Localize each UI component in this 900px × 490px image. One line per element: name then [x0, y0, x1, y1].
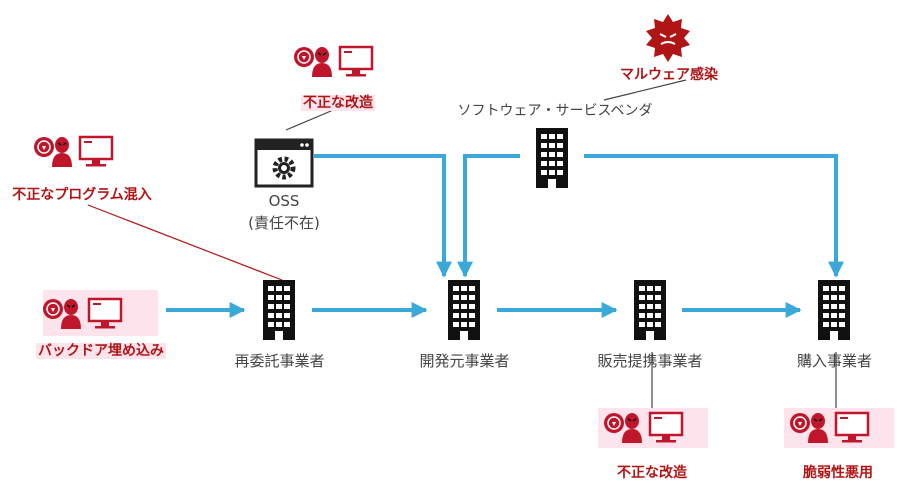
- purchaser-building-icon: [818, 280, 850, 340]
- illegal-program-threat-label: 不正なプログラム混入: [12, 187, 152, 203]
- oss-label: OSS: [268, 192, 300, 210]
- vendor-label: ソフトウェア・サービスベンダ: [457, 103, 653, 119]
- flow-arrow-vendor-to-purchaser: [584, 154, 844, 278]
- backdoor-threat-label: バックドア埋め込み: [30, 340, 172, 360]
- oss-note-label: (責任不在): [248, 214, 320, 232]
- developer-label: 開発元事業者: [419, 352, 510, 370]
- purchaser-label: 購入事業者: [796, 352, 872, 370]
- virus-icon: [646, 14, 690, 62]
- callout-line-illegal-program: [87, 204, 283, 281]
- developer-building-icon: [448, 280, 480, 340]
- vendor-building-icon: [536, 128, 568, 188]
- malware-threat-label: マルウェア感染: [620, 67, 718, 83]
- distributor-building-icon: [634, 280, 666, 340]
- flow-arrow-vendor-to-developer: [457, 154, 520, 278]
- oss-tamper-threat-label: 不正な改造: [286, 92, 390, 112]
- distributor-tamper-threat-label: 不正な改造: [617, 465, 687, 481]
- gear-icon: [272, 156, 296, 180]
- oss-tamper-hacker-icon: [292, 45, 374, 79]
- vulnerability-threat-label: 脆弱性悪用: [803, 465, 873, 481]
- oss-window-icon: [254, 138, 314, 188]
- callout-line-malware: [603, 79, 687, 101]
- backdoor-threat-text: バックドア埋め込み: [36, 343, 166, 359]
- distributor-label: 販売提携事業者: [597, 352, 703, 370]
- subcontractor-label: 再委託事業者: [234, 352, 325, 370]
- callout-line-oss-tamper: [285, 107, 339, 131]
- subcontractor-building-icon: [263, 280, 295, 340]
- oss-tamper-threat-text: 不正な改造: [301, 95, 375, 111]
- illegal-program-hacker-icon: [32, 135, 114, 169]
- flow-arrow-oss-to-developer: [314, 154, 452, 278]
